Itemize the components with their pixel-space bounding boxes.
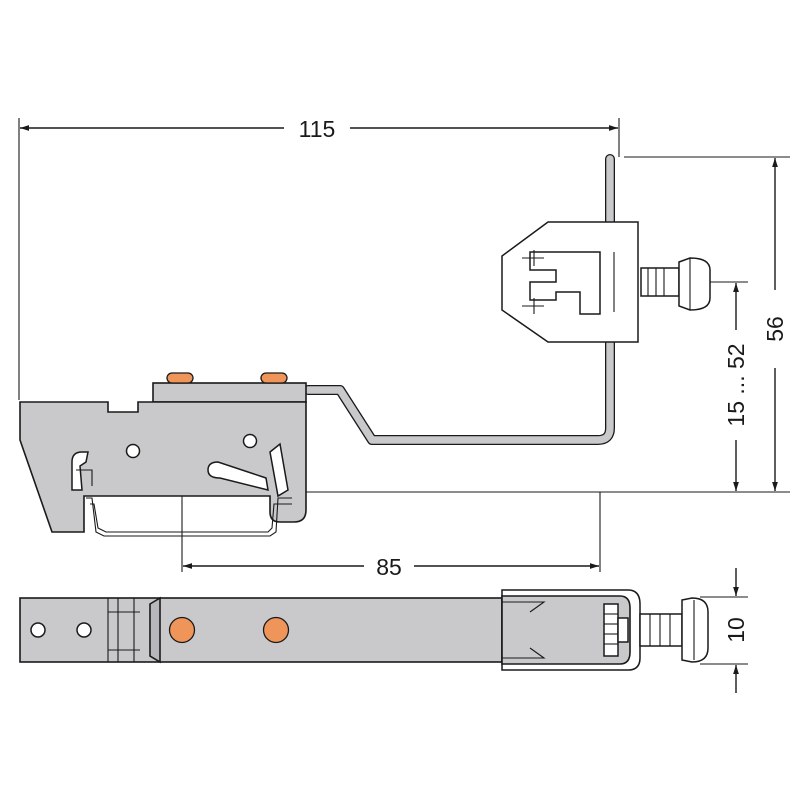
- support-bar: [303, 154, 615, 445]
- top-view-screw: [639, 597, 709, 663]
- dimension-56: 56: [762, 158, 788, 491]
- dimension-label-85: 85: [376, 554, 402, 580]
- clamp-lever: [207, 461, 269, 492]
- marker-t-slot: [529, 251, 601, 315]
- mounting-hole-2: [242, 433, 258, 449]
- dimension-85: 85: [183, 554, 599, 580]
- dimension-label-56: 56: [762, 316, 788, 342]
- top-view-hole-2: [76, 622, 92, 638]
- screw-head-top-1: [166, 372, 194, 384]
- terminal-body: [19, 401, 307, 533]
- mounting-hole-1: [125, 443, 141, 459]
- screw-head-top-2: [260, 372, 288, 384]
- dimension-label-115: 115: [299, 116, 336, 142]
- top-view-body: [19, 597, 503, 663]
- extension-lines: [18, 118, 790, 665]
- din-rail: [86, 497, 292, 537]
- dimension-10: 10: [723, 568, 749, 693]
- screw-top-view-2: [262, 616, 290, 644]
- top-view-marker-carrier: [501, 589, 641, 671]
- dimension-label-10: 10: [723, 617, 749, 643]
- carrier-screw: [640, 257, 711, 311]
- dimension-115: 115: [20, 116, 618, 142]
- latch-spring-left: [71, 451, 89, 491]
- screw-top-view-1: [168, 616, 196, 644]
- side-view: [19, 154, 711, 560]
- carrier-top-block: [152, 382, 307, 403]
- dimension-15-52: 15 ... 52: [723, 283, 749, 491]
- top-view: [19, 589, 709, 671]
- dimension-label-15-52: 15 ... 52: [723, 343, 749, 426]
- marker-carrier: [501, 221, 639, 343]
- top-view-hole-1: [30, 622, 46, 638]
